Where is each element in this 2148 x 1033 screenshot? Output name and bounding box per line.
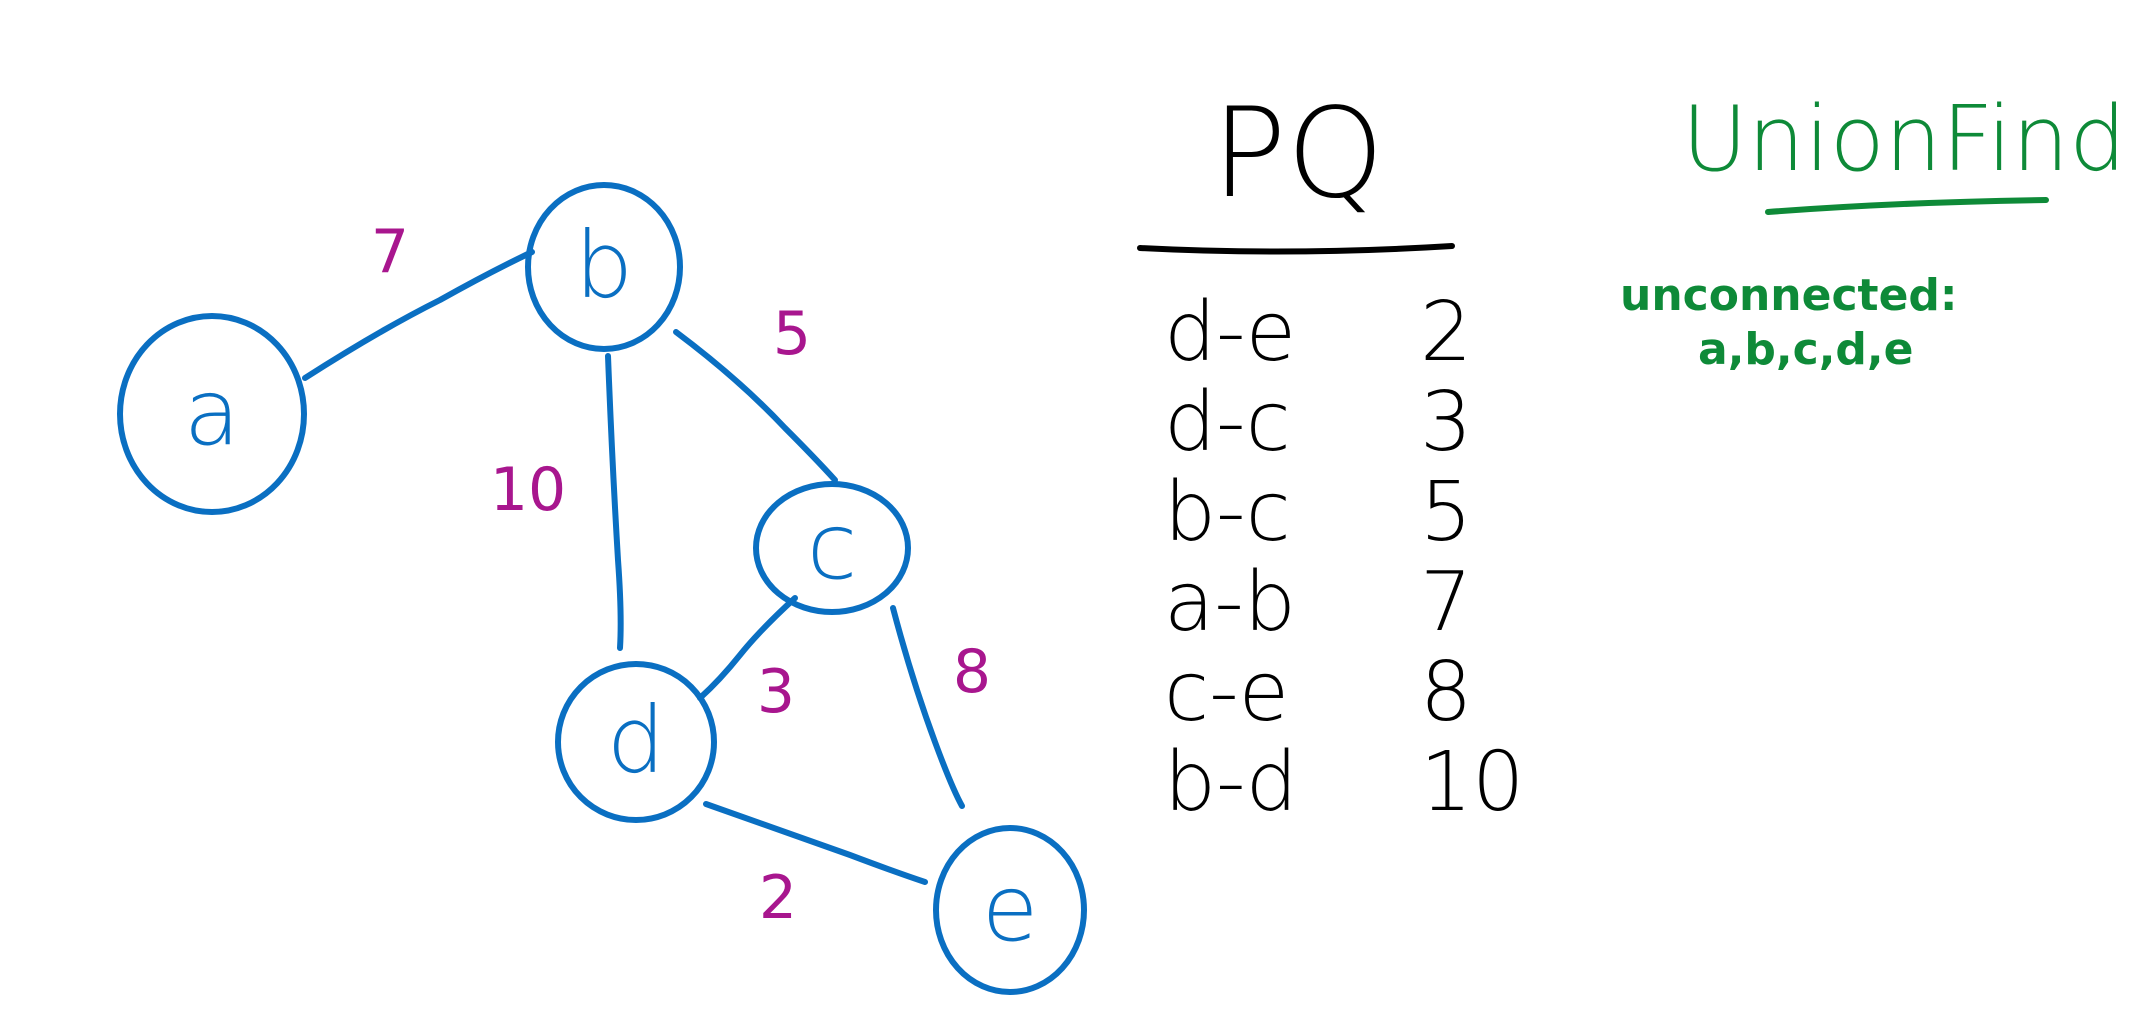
pq-weight: 3 — [1420, 375, 1472, 470]
pq-row: a-b 7 — [1164, 555, 1472, 650]
edge-weight-b-d: 10 — [490, 455, 566, 525]
unionfind-title: UnionFind — [1682, 87, 2126, 192]
edge-weight-d-e: 2 — [759, 863, 797, 933]
node-a: a — [117, 313, 307, 515]
edge-a-b — [302, 249, 535, 381]
pq-weight: 7 — [1420, 555, 1472, 650]
pq-title-underline — [1137, 243, 1455, 255]
pq-row: b-d 10 — [1164, 735, 1524, 830]
pq-edge: a-b — [1164, 555, 1296, 650]
union-find: UnionFind unconnected: a,b,c,d,e — [1620, 87, 2126, 375]
edge-weight-a-b: 7 — [371, 217, 409, 287]
edge-weights: 7 5 10 3 8 2 — [371, 217, 991, 933]
node-e: e — [933, 825, 1087, 995]
graph-edges — [302, 249, 965, 885]
pq-weight: 5 — [1420, 465, 1472, 560]
pq-entries: d-e 2 d-c 3 b-c 5 a-b 7 c-e 8 b-d 10 — [1164, 285, 1524, 830]
node-label-c: c — [807, 493, 858, 600]
node-circle-d — [555, 661, 717, 823]
pq-edge: b-c — [1164, 465, 1291, 560]
node-label-d: d — [607, 687, 665, 794]
pq-edge: d-e — [1164, 285, 1296, 380]
pq-row: d-e 2 — [1164, 285, 1472, 380]
node-circle-b — [525, 182, 683, 352]
pq-title: PQ — [1212, 82, 1384, 226]
edge-weight-c-d: 3 — [757, 657, 795, 727]
pq-weight: 8 — [1420, 645, 1472, 740]
edge-b-d — [605, 353, 624, 651]
unconnected-label: unconnected: — [1620, 270, 1958, 321]
node-circle-e — [933, 825, 1087, 995]
unconnected-items: a,b,c,d,e — [1698, 324, 1913, 375]
pq-row: d-c 3 — [1164, 375, 1472, 470]
node-c: c — [753, 481, 911, 615]
pq-edge: b-d — [1164, 735, 1298, 830]
edge-b-c — [673, 329, 838, 483]
node-circle-c — [753, 481, 911, 615]
pq-row: b-c 5 — [1164, 465, 1472, 560]
edge-d-e — [703, 801, 928, 885]
priority-queue: PQ d-e 2 d-c 3 b-c 5 a-b 7 c-e 8 b-d 10 — [1137, 82, 1524, 830]
edge-weight-b-c: 5 — [773, 299, 811, 369]
edge-c-d — [697, 595, 798, 701]
pq-weight: 2 — [1420, 285, 1472, 380]
edge-weight-c-e: 8 — [953, 637, 991, 707]
node-label-e: e — [982, 855, 1039, 962]
edge-c-e — [890, 605, 965, 809]
node-label-b: b — [575, 212, 633, 319]
graph-nodes: a b c d e — [117, 182, 1087, 995]
pq-row: c-e 8 — [1164, 645, 1472, 740]
unionfind-title-underline — [1765, 197, 2049, 215]
pq-edge: c-e — [1164, 645, 1289, 740]
node-label-a: a — [184, 359, 240, 466]
node-d: d — [555, 661, 717, 823]
pq-edge: d-c — [1164, 375, 1291, 470]
node-circle-a — [117, 313, 307, 515]
pq-weight: 10 — [1420, 735, 1524, 830]
node-b: b — [525, 182, 683, 352]
